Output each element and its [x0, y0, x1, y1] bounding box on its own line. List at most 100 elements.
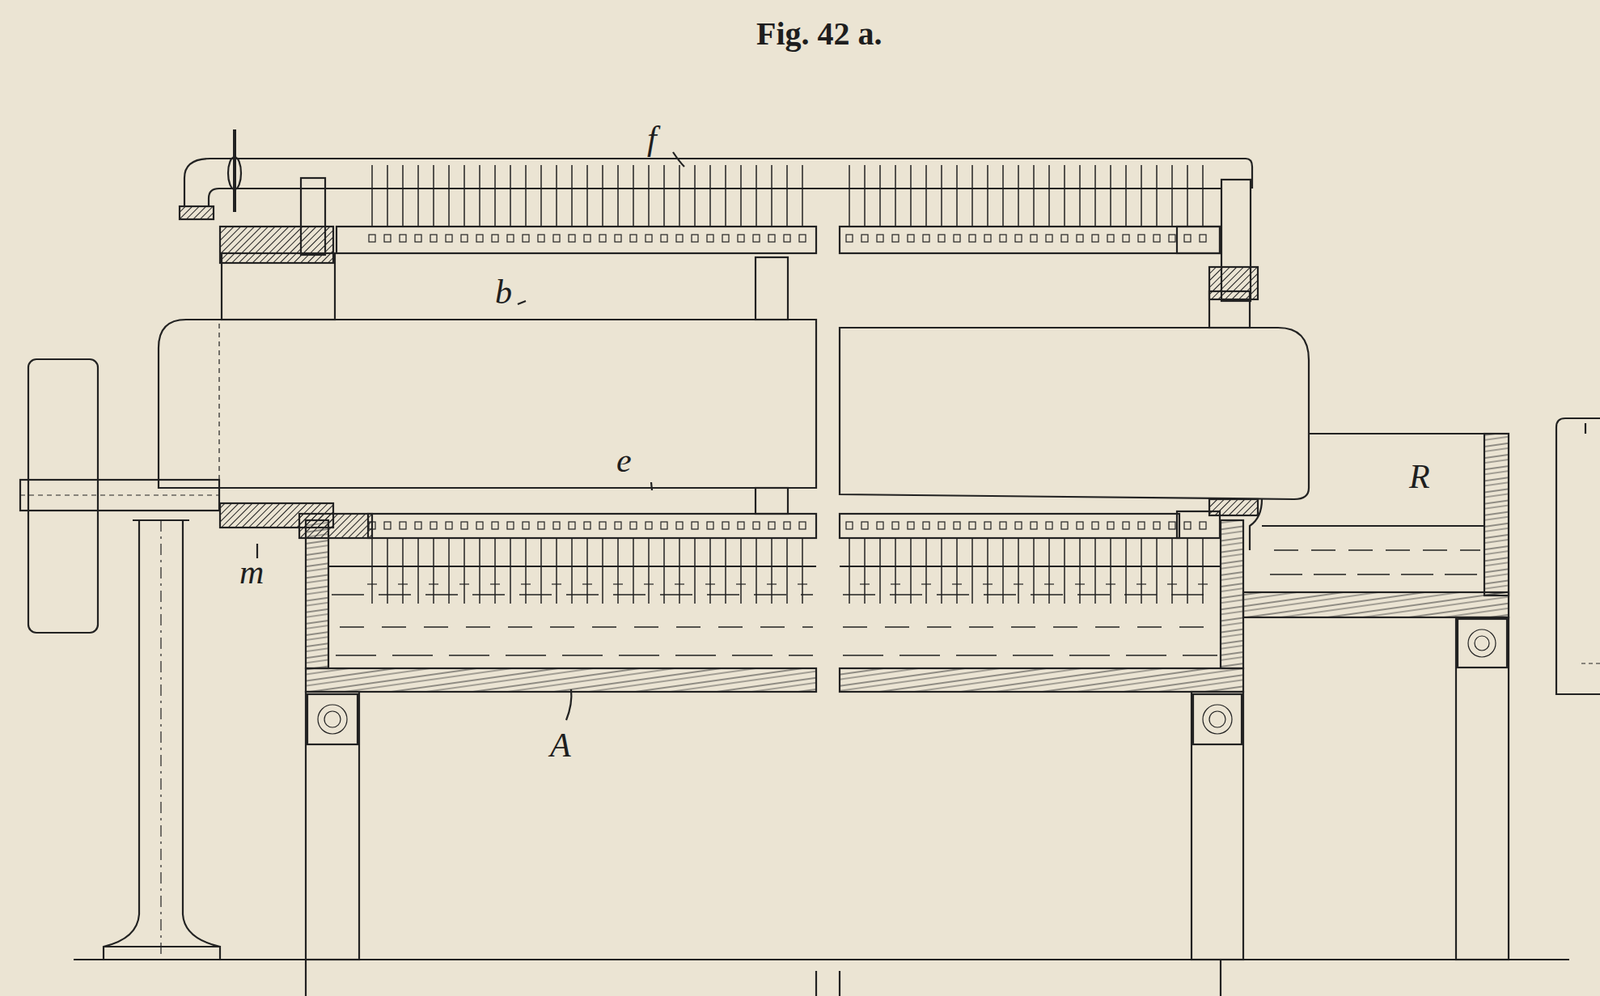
pin-nut	[861, 234, 868, 242]
comb-pin	[1002, 537, 1004, 604]
comb-pin	[925, 165, 927, 227]
comb-pin	[1197, 583, 1208, 585]
comb-pin	[755, 165, 758, 227]
pin-nut	[907, 234, 915, 242]
pin-nut	[430, 521, 437, 530]
pin-nut	[1184, 521, 1191, 530]
comb-pin	[1048, 165, 1050, 227]
comb-pin	[678, 537, 681, 604]
comb-pin	[586, 165, 589, 227]
comb-pin	[1155, 165, 1158, 227]
comb-pin	[740, 537, 742, 604]
comb-pin	[520, 583, 531, 585]
comb-pin	[1171, 537, 1173, 604]
comb-pin	[524, 165, 527, 227]
pin-nut	[1061, 521, 1068, 530]
pin-nut	[599, 521, 606, 530]
comb-pin	[509, 165, 512, 227]
comb-pin	[1044, 583, 1054, 585]
pin-nut	[706, 234, 714, 242]
comb-pin	[770, 537, 773, 604]
pin-nut	[1168, 234, 1176, 242]
comb-pin	[448, 537, 450, 604]
pin-nut	[1030, 521, 1038, 530]
pin-nut	[491, 521, 499, 530]
pin-nut	[1184, 234, 1191, 242]
pin-nut	[522, 234, 530, 242]
pin-nut	[1107, 521, 1114, 530]
comb-pin	[982, 583, 993, 585]
comb-pin	[1202, 537, 1204, 604]
pin-nut	[614, 234, 622, 242]
comb-pin	[971, 165, 974, 227]
comb-pin	[613, 583, 623, 585]
pin-nut	[368, 234, 376, 242]
pin-nut	[491, 234, 499, 242]
pin-nut	[599, 234, 606, 242]
pin-nut	[1045, 234, 1053, 242]
comb-pin	[863, 165, 866, 227]
pin-nut	[461, 234, 468, 242]
comb-pin	[663, 165, 665, 227]
comb-pin	[956, 165, 958, 227]
pin-nut	[660, 234, 668, 242]
comb-pin	[1017, 537, 1020, 604]
pin-nut	[691, 521, 699, 530]
comb-pin	[910, 165, 912, 227]
pin-nut	[1122, 521, 1130, 530]
pin-nut	[722, 521, 729, 530]
pin-nut	[1015, 234, 1022, 242]
comb-pin	[694, 537, 696, 604]
pin-nut	[876, 234, 884, 242]
pin-nut	[1199, 521, 1207, 530]
pin-nut	[1092, 521, 1099, 530]
pin-nut	[445, 234, 453, 242]
comb-pin	[402, 165, 404, 227]
comb-pin	[1186, 537, 1189, 604]
pin-nut	[1107, 234, 1114, 242]
pin-nut	[938, 234, 945, 242]
comb-pin	[740, 165, 742, 227]
part-letter: e	[616, 443, 632, 478]
pin-nut	[922, 521, 930, 530]
comb-pin	[1063, 537, 1066, 604]
pin-nut	[1030, 234, 1038, 242]
comb-pin	[643, 583, 654, 585]
pin-nut	[984, 521, 991, 530]
pin-nut	[660, 521, 668, 530]
pin-nut	[537, 234, 545, 242]
comb-pin	[1186, 165, 1189, 227]
comb-pin	[890, 583, 901, 585]
comb-pin	[1202, 165, 1204, 227]
pin-nut	[584, 234, 591, 242]
pin-nut	[907, 521, 915, 530]
comb-pin	[694, 165, 696, 227]
comb-pin	[386, 165, 389, 227]
comb-pin	[417, 537, 420, 604]
comb-pin	[571, 165, 573, 227]
comb-pin	[1079, 165, 1081, 227]
pin-nut	[984, 234, 991, 242]
comb-pin	[386, 537, 389, 604]
pin-nut	[892, 234, 899, 242]
comb-pin	[1079, 537, 1081, 604]
comb-pin	[1125, 165, 1127, 227]
comb-pin	[879, 165, 881, 227]
comb-pin	[755, 537, 758, 604]
comb-pin	[956, 537, 958, 604]
pin-nut	[430, 234, 437, 242]
pin-nut	[368, 521, 376, 530]
comb-pin	[705, 583, 716, 585]
comb-pin	[478, 165, 481, 227]
pin-nut	[969, 521, 976, 530]
comb-pin	[770, 165, 773, 227]
comb-pin	[1063, 165, 1066, 227]
comb-pin	[371, 165, 373, 227]
comb-pin	[432, 165, 435, 227]
pin-nut	[445, 521, 453, 530]
pin-nut	[876, 521, 884, 530]
pin-nut	[1015, 521, 1022, 530]
pin-nut	[630, 521, 637, 530]
comb-pin	[1017, 165, 1020, 227]
